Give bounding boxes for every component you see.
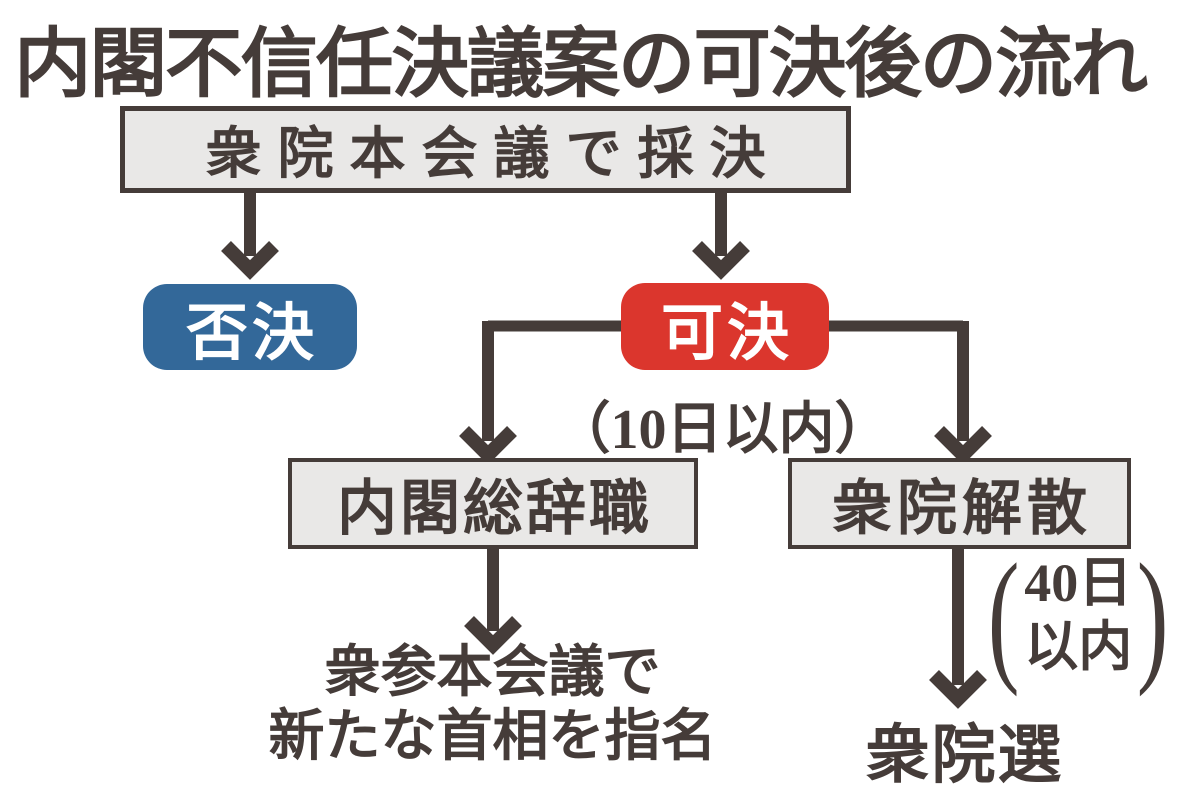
election-label: 衆院選 xyxy=(865,719,1064,785)
arrow-resignation-to-nominate-head xyxy=(464,616,522,655)
resignation-box: 内閣総辞職 xyxy=(288,458,698,549)
within-40-days-line2: 以内 xyxy=(1024,616,1133,677)
nominate-text-line1: 衆参本会議で xyxy=(324,640,661,703)
passed-badge: 可決 xyxy=(621,283,829,370)
close-paren: ) xyxy=(1137,533,1169,698)
vote-box: 衆院本会議で採決 xyxy=(120,106,851,193)
rejected-badge: 否決 xyxy=(143,284,357,370)
vote-box-label: 衆院本会議で採決 xyxy=(205,122,782,185)
arrow-dissolution-to-election-head xyxy=(929,670,987,709)
arrow-vote-to-passed-head xyxy=(692,241,750,280)
nominate-text-line2: 新たな首相を指名 xyxy=(268,703,717,767)
within-10-days-label: （10日以内） xyxy=(554,399,891,461)
dissolution-box-label: 衆院解散 xyxy=(832,475,1092,542)
dissolution-box: 衆院解散 xyxy=(788,458,1131,549)
rejected-badge-label: 否決 xyxy=(185,299,318,368)
page-title: 内閣不信任決議案の可決後の流れ xyxy=(14,22,1148,107)
resignation-box-label: 内閣総辞職 xyxy=(337,475,652,542)
arrow-vote-to-rejected-head xyxy=(221,241,279,280)
nominate-text: 衆参本会議で 新たな首相を指名 xyxy=(210,640,775,768)
open-paren: ( xyxy=(987,533,1020,698)
within-40-days-lines: 40日 以内 xyxy=(1024,552,1132,679)
passed-badge-label: 可決 xyxy=(660,298,793,368)
within-40-days-label: ( 40日 以内 ) xyxy=(985,542,1172,690)
arrow-passed-to-resignation-head xyxy=(459,426,517,465)
within-40-days-line1: 40日 xyxy=(1024,553,1133,613)
arrow-passed-to-dissolution-head xyxy=(934,426,992,465)
